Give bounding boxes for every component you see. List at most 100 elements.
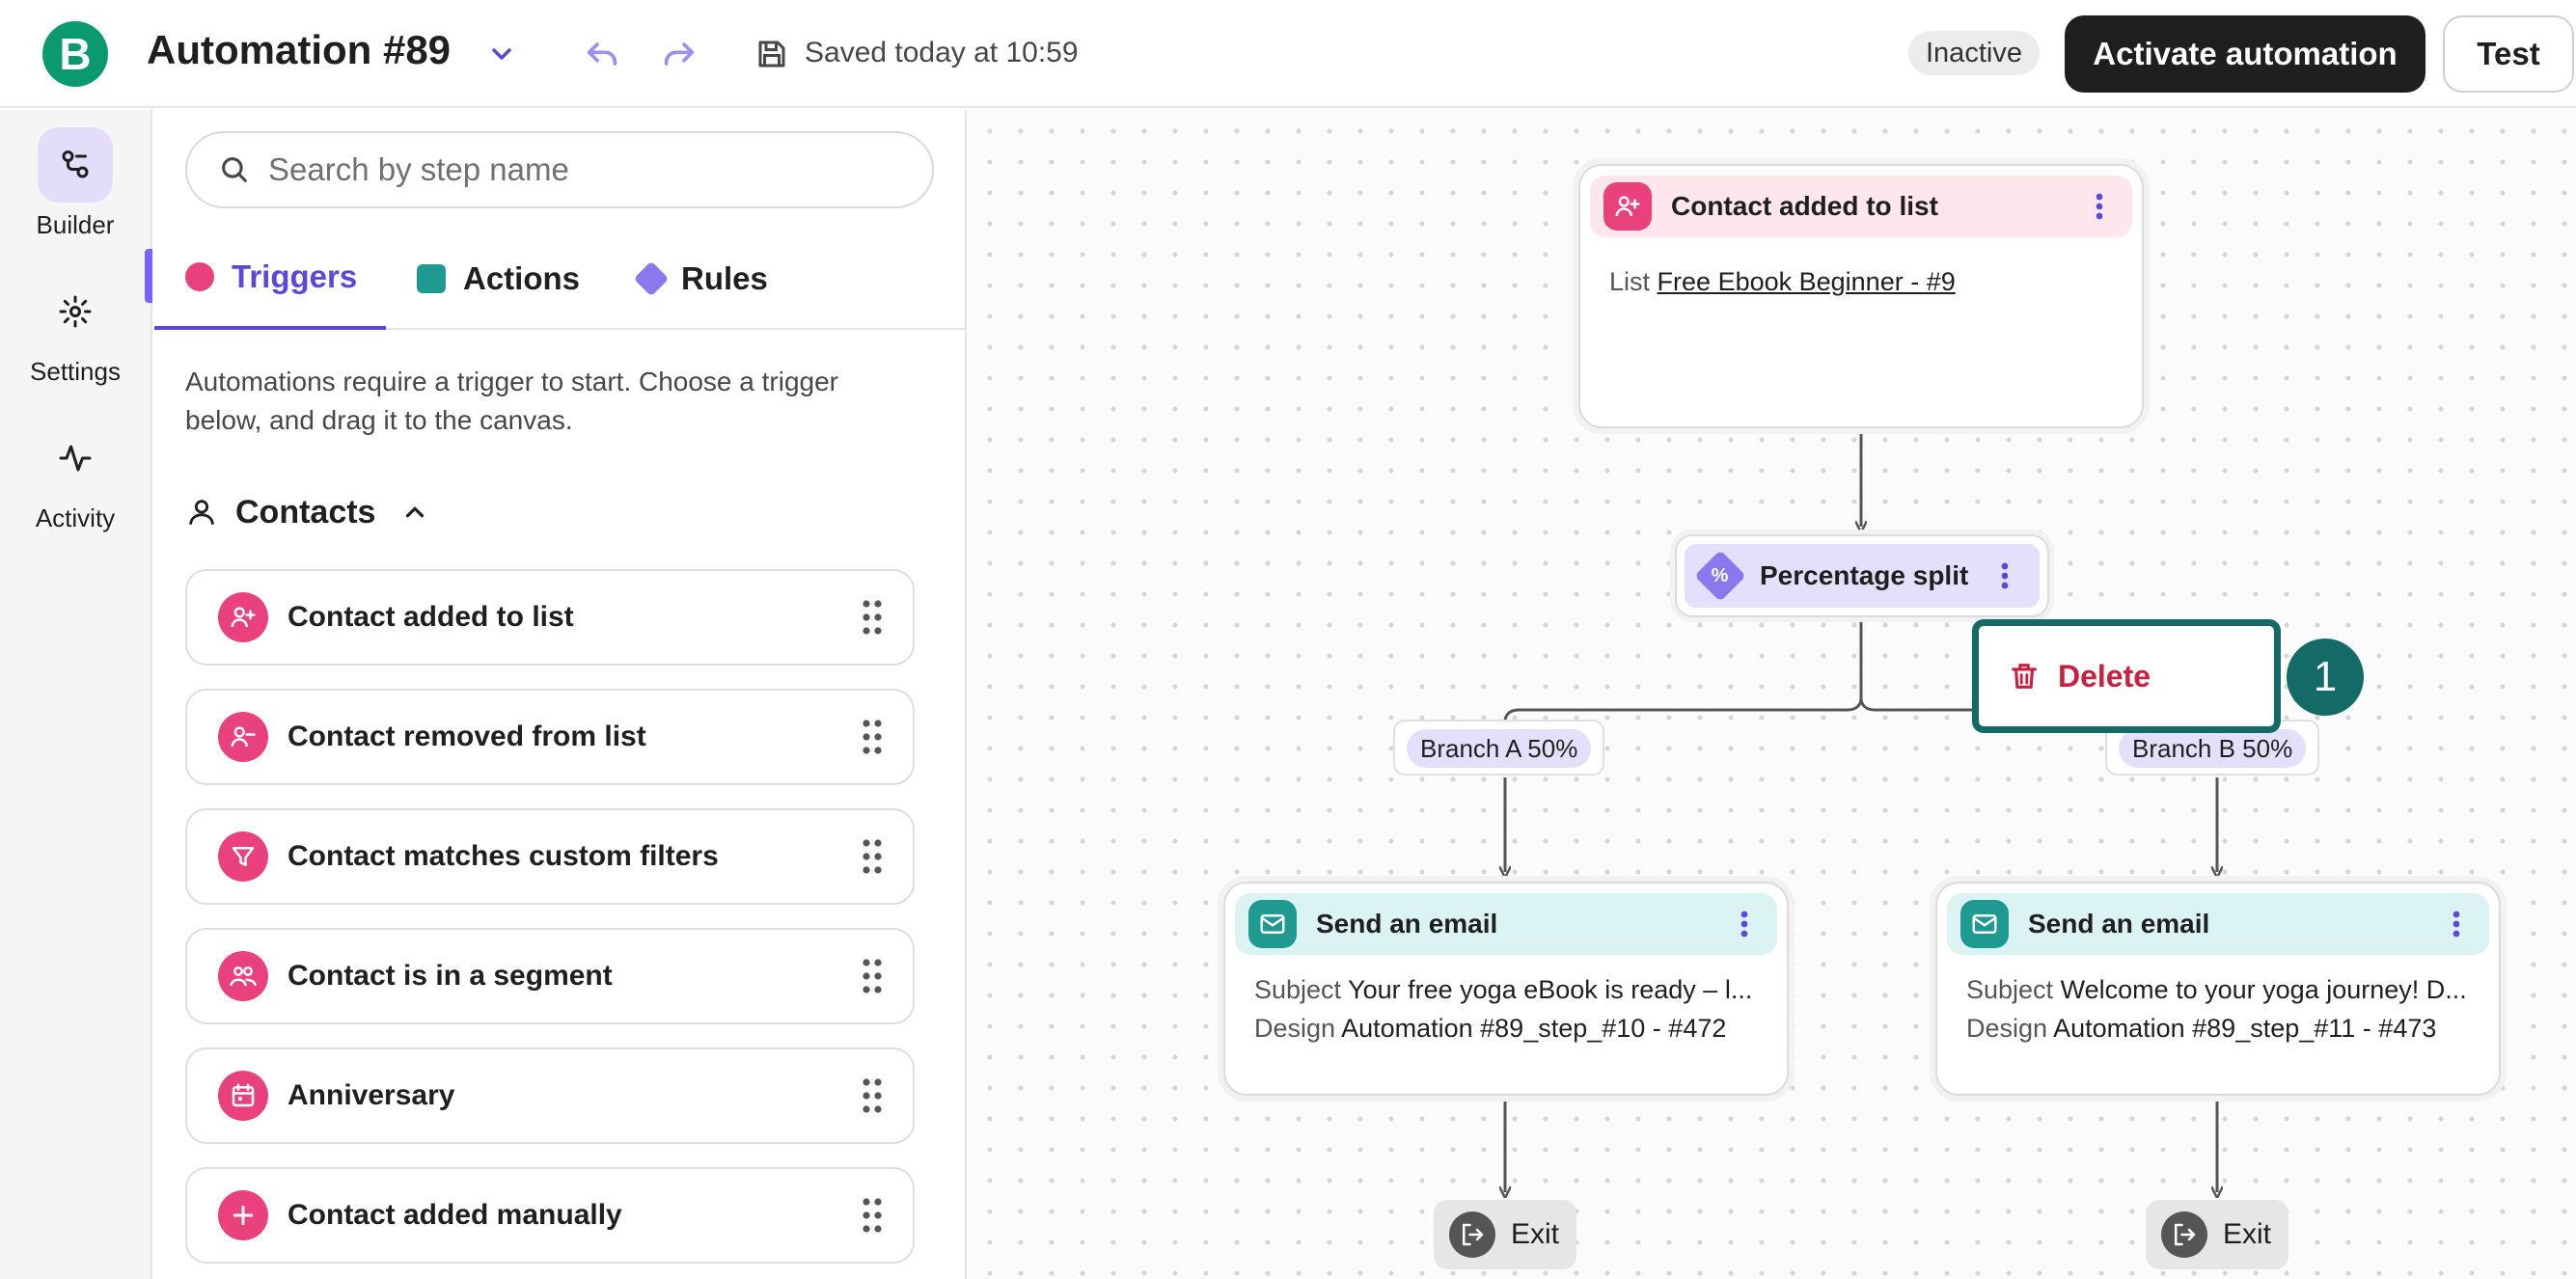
percent-glyph: %: [1712, 564, 1729, 586]
node-header: % Percentage split: [1685, 544, 2040, 608]
rail-icon-container: [38, 421, 113, 496]
node-body: Subject Welcome to your yoga journey! D.…: [1966, 970, 2467, 1048]
trigger-label: Contact removed from list: [288, 721, 646, 752]
trigger-item-contact-added-to-list[interactable]: Contact added to list: [185, 569, 915, 666]
kebab-menu-icon[interactable]: [1739, 910, 1750, 939]
send-email-node-a[interactable]: Send an email Subject Your free yoga eBo…: [1223, 882, 1789, 1096]
design-label: Design: [1966, 1014, 2048, 1043]
brevo-logo[interactable]: B: [42, 21, 108, 87]
calendar-icon: [218, 1071, 268, 1121]
contacts-section-header[interactable]: Contacts: [185, 488, 429, 536]
mail-icon: [1248, 900, 1297, 948]
node-title: Contact added to list: [1671, 191, 1938, 221]
activate-automation-button[interactable]: Activate automation: [2065, 15, 2425, 93]
search-input[interactable]: [268, 151, 924, 188]
drag-handle-icon[interactable]: [861, 837, 884, 876]
plus-circle-icon: [218, 1190, 268, 1240]
exit-node-b[interactable]: Exit: [2146, 1200, 2288, 1269]
trigger-label: Contact matches custom filters: [288, 840, 719, 872]
list-link[interactable]: Free Ebook Beginner - #9: [1657, 267, 1956, 296]
actions-square-icon: [417, 264, 446, 293]
step-number-badge: 1: [2287, 639, 2364, 716]
delete-menu-item[interactable]: Delete: [1972, 619, 2281, 733]
rail-label: Activity: [35, 503, 116, 532]
drag-handle-icon[interactable]: [861, 1076, 884, 1115]
exit-label: Exit: [2223, 1218, 2272, 1250]
users-icon: [218, 951, 268, 1001]
chevron-up-icon[interactable]: [400, 498, 429, 527]
subject-value: Welcome to your yoga journey! D...: [2060, 975, 2467, 1004]
percentage-split-node[interactable]: % Percentage split: [1675, 534, 2049, 617]
user-plus-icon: [218, 592, 268, 642]
redo-icon[interactable]: [660, 35, 699, 73]
subject-label: Subject: [1254, 975, 1342, 1004]
step-type-tabs: Triggers Actions Rules: [154, 228, 965, 330]
exit-icon: [2161, 1211, 2207, 1258]
node-header: Send an email: [1235, 893, 1777, 955]
exit-label: Exit: [1511, 1218, 1560, 1250]
rules-diamond-icon: [633, 260, 670, 297]
top-bar: B Automation #89 Saved today at 10:59 In…: [0, 0, 2576, 108]
node-title: Send an email: [1316, 909, 1498, 939]
rail-label: Settings: [30, 357, 121, 386]
trigger-item-anniversary[interactable]: Anniversary: [185, 1048, 915, 1144]
subject-row: Subject Welcome to your yoga journey! D.…: [1966, 970, 2467, 1009]
send-email-node-b[interactable]: Send an email Subject Welcome to your yo…: [1935, 882, 2501, 1096]
person-icon: [189, 500, 214, 525]
automation-title[interactable]: Automation #89: [147, 27, 452, 72]
test-button[interactable]: Test: [2443, 15, 2574, 93]
branch-text: Branch A 50%: [1407, 729, 1592, 768]
rail-icon-container: [38, 127, 113, 203]
status-badge: Inactive: [1908, 31, 2040, 75]
kebab-menu-icon[interactable]: [2451, 910, 2462, 939]
percent-diamond-icon: %: [1694, 550, 1746, 602]
trigger-node[interactable]: Contact added to list List Free Ebook Be…: [1578, 164, 2144, 428]
active-indicator: [145, 249, 152, 303]
section-title: Contacts: [235, 493, 376, 531]
rail-item-settings[interactable]: Settings: [0, 274, 151, 387]
rail-item-builder[interactable]: Builder: [0, 127, 151, 240]
drag-handle-icon[interactable]: [861, 1196, 884, 1235]
design-row: Design Automation #89_step_#10 - #472: [1254, 1009, 1752, 1048]
undo-icon[interactable]: [583, 35, 621, 73]
drag-handle-icon[interactable]: [861, 957, 884, 995]
rail-label: Builder: [36, 210, 115, 239]
kebab-menu-icon[interactable]: [1999, 561, 2011, 590]
trigger-item-contact-added-manually[interactable]: Contact added manually: [185, 1167, 915, 1264]
chevron-down-icon[interactable]: [486, 39, 517, 69]
kebab-menu-icon[interactable]: [2094, 192, 2105, 221]
mail-icon: [1960, 900, 2009, 948]
node-header: Send an email: [1947, 893, 2489, 955]
subject-row: Subject Your free yoga eBook is ready – …: [1254, 970, 1752, 1009]
tab-rules[interactable]: Rules: [608, 228, 839, 330]
design-row: Design Automation #89_step_#11 - #473: [1966, 1009, 2467, 1048]
drag-handle-icon[interactable]: [861, 598, 884, 637]
exit-node-a[interactable]: Exit: [1434, 1200, 1576, 1269]
user-minus-icon: [218, 712, 268, 762]
design-label: Design: [1254, 1014, 1336, 1043]
branch-text: Branch B 50%: [2119, 729, 2307, 768]
save-icon: [758, 41, 785, 68]
tab-label: Rules: [681, 260, 768, 296]
saved-status: Saved today at 10:59: [805, 37, 1079, 68]
trigger-item-contact-matches-custom-filters[interactable]: Contact matches custom filters: [185, 808, 915, 905]
branch-b-label: Branch B 50%: [2105, 720, 2320, 776]
trigger-label: Contact added to list: [288, 601, 574, 633]
tab-label: Actions: [463, 260, 581, 296]
rail-item-activity[interactable]: Activity: [0, 421, 151, 533]
trigger-label: Contact added manually: [288, 1199, 622, 1231]
search-box[interactable]: [185, 131, 934, 208]
tab-triggers[interactable]: Triggers: [154, 228, 386, 330]
trigger-item-contact-is-in-a-segment[interactable]: Contact is in a segment: [185, 928, 915, 1024]
drag-handle-icon[interactable]: [861, 718, 884, 756]
tab-label: Triggers: [232, 259, 358, 294]
triggers-dot-icon: [185, 262, 214, 291]
trigger-item-contact-removed-from-list[interactable]: Contact removed from list: [185, 689, 915, 785]
gear-icon: [59, 295, 92, 328]
tab-actions[interactable]: Actions: [386, 228, 617, 330]
exit-icon: [1449, 1211, 1495, 1258]
trigger-label: Contact is in a segment: [288, 960, 613, 992]
subject-value: Your free yoga eBook is ready – l...: [1348, 975, 1753, 1004]
node-title: Percentage split: [1760, 560, 1969, 590]
branch-a-label: Branch A 50%: [1393, 720, 1605, 776]
